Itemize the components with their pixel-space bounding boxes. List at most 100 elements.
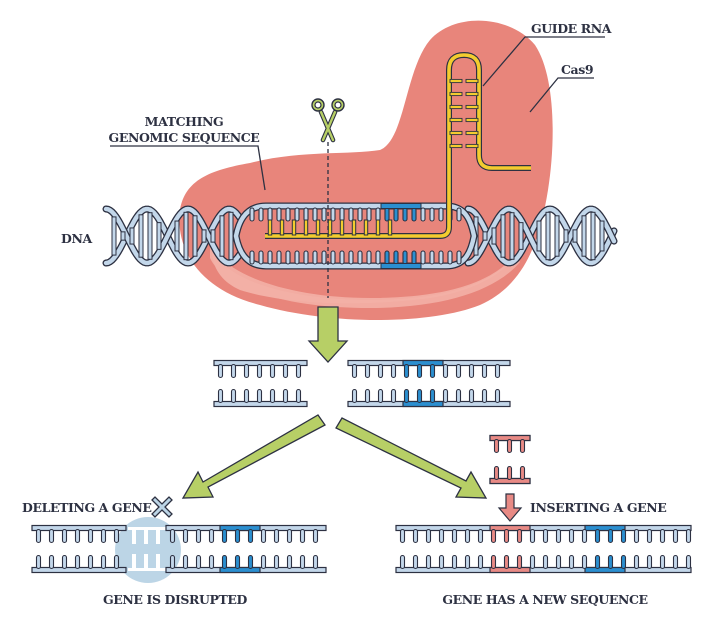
- helix-rung: [120, 231, 126, 241]
- base-pair-tooth: [455, 363, 462, 379]
- hairpin-rung: [449, 143, 463, 149]
- base-pair-tooth: [633, 528, 640, 544]
- base-pair-tooth: [74, 528, 81, 544]
- label-gene-new-sequence: GENE HAS A NEW SEQUENCE: [442, 592, 648, 607]
- hairpin-rung: [449, 91, 463, 97]
- cas9-lower-highlight: [210, 240, 520, 308]
- arrow-right-down: [335, 417, 488, 499]
- base-pair-tooth: [286, 528, 293, 544]
- base-pair-tooth: [519, 438, 526, 454]
- helix-rung: [147, 212, 153, 260]
- base-pair-tooth: [403, 388, 410, 404]
- base-pair-tooth: [594, 554, 601, 570]
- base-pair-tooth: [672, 554, 679, 570]
- helix-rung: [599, 220, 605, 252]
- base-pair-tooth: [100, 554, 107, 570]
- base-pair-tooth: [581, 528, 588, 544]
- base-pair-tooth: [384, 250, 390, 265]
- dna-strand-segment: [584, 566, 626, 574]
- base-pair-tooth: [295, 388, 302, 404]
- base-pair-tooth: [456, 250, 462, 265]
- label-matching-line1: MATCHING: [144, 114, 224, 129]
- base-pair-tooth: [208, 528, 215, 544]
- dna-strand-segment: [489, 566, 531, 574]
- helix-rung: [156, 222, 162, 250]
- base-pair-tooth: [357, 207, 363, 222]
- base-pair-tooth: [35, 528, 42, 544]
- helix-rung: [129, 227, 135, 245]
- base-pair-tooth: [620, 528, 627, 544]
- base-pair-tooth: [249, 207, 255, 222]
- base-pair-tooth: [490, 528, 497, 544]
- target-segment-bottom: [380, 263, 422, 269]
- guide-rna-strand: [265, 53, 531, 238]
- hairpin-rung: [465, 104, 479, 110]
- base-pair-tooth: [366, 250, 372, 265]
- base-pair-tooth: [420, 250, 426, 265]
- base-pair-tooth: [260, 554, 267, 570]
- hairpin-rung: [465, 117, 479, 123]
- base-pair-tooth: [230, 363, 237, 379]
- base-pair-tooth: [399, 554, 406, 570]
- base-pair-tooth: [555, 554, 562, 570]
- base-pair-tooth: [195, 554, 202, 570]
- base-pair-tooth: [438, 207, 444, 222]
- label-dna: DNA: [61, 231, 92, 246]
- base-pair-tooth: [481, 388, 488, 404]
- helix-rung: [111, 216, 117, 256]
- deleted-tooth: [144, 554, 148, 568]
- helix-rung: [590, 211, 596, 261]
- target-segment-top: [380, 203, 422, 209]
- base-pair-tooth: [411, 250, 417, 265]
- leader-guide-rna: [482, 36, 605, 87]
- helix-rung: [228, 211, 234, 261]
- base-pair-tooth: [393, 250, 399, 265]
- hairpin-rung: [465, 91, 479, 97]
- cut-dna-fragments: [213, 359, 511, 408]
- base-pair-tooth: [416, 388, 423, 404]
- arrow-left-down: [181, 414, 326, 499]
- base-pair-tooth: [646, 554, 653, 570]
- base-pair-tooth: [295, 363, 302, 379]
- base-pair-tooth: [221, 528, 228, 544]
- base-pair-tooth: [234, 554, 241, 570]
- base-pair-tooth: [285, 250, 291, 265]
- base-pair-tooth: [685, 554, 692, 570]
- base-pair-tooth: [303, 207, 309, 222]
- base-pair-tooth: [620, 554, 627, 570]
- base-pair-tooth: [542, 554, 549, 570]
- guide-rna-tooth: [375, 219, 381, 236]
- helix-rung: [509, 212, 515, 260]
- base-pair-tooth: [339, 250, 345, 265]
- base-pair-tooth: [267, 250, 273, 265]
- scissors-icon: [311, 98, 345, 143]
- base-pair-tooth: [429, 363, 436, 379]
- dna-gene-disrupted: [31, 524, 327, 574]
- dna-double-helix: [102, 202, 618, 270]
- base-pair-tooth: [273, 554, 280, 570]
- base-pair-tooth: [493, 438, 500, 454]
- helix-rung: [572, 229, 578, 243]
- insert-arrow: [497, 493, 523, 522]
- deleted-strand: [128, 527, 168, 530]
- base-pair-tooth: [506, 465, 513, 481]
- base-pair-tooth: [61, 528, 68, 544]
- base-pair-tooth: [516, 554, 523, 570]
- guide-rna-tooth: [291, 219, 297, 236]
- base-pair-tooth: [529, 554, 536, 570]
- leader-lines: [110, 36, 605, 191]
- base-pair-tooth: [221, 554, 228, 570]
- base-pair-tooth: [672, 528, 679, 544]
- base-pair-tooth: [399, 528, 406, 544]
- base-pair-tooth: [303, 250, 309, 265]
- hairpin-rung: [465, 143, 479, 149]
- base-pair-tooth: [519, 465, 526, 481]
- base-pair-tooth: [256, 388, 263, 404]
- base-pair-tooth: [330, 207, 336, 222]
- deleted-zone-highlight: [115, 517, 181, 583]
- helix-rung: [491, 227, 497, 245]
- base-pair-tooth: [249, 250, 255, 265]
- base-pair-tooth: [529, 528, 536, 544]
- base-pair-tooth: [182, 554, 189, 570]
- base-pair-tooth: [493, 465, 500, 481]
